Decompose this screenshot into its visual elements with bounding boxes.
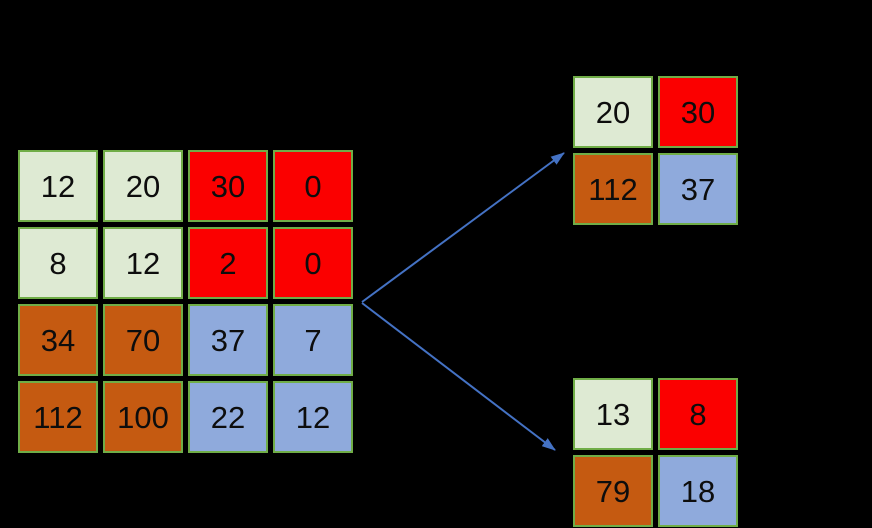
- matrix-cell: 37: [188, 304, 268, 376]
- matrix-cell: 112: [573, 153, 653, 225]
- matrix-cell: 8: [658, 378, 738, 450]
- matrix-cell: 2: [188, 227, 268, 299]
- matrix-cell: 30: [188, 150, 268, 222]
- matrix-cell: 12: [273, 381, 353, 453]
- matrix-cell: 12: [18, 150, 98, 222]
- matrix-cell: 112: [18, 381, 98, 453]
- matrix-cell: 8: [18, 227, 98, 299]
- matrix-cell: 7: [273, 304, 353, 376]
- matrix-cell: 37: [658, 153, 738, 225]
- matrix-cell: 13: [573, 378, 653, 450]
- input-matrix: 12 20 30 0 8 12 2 0 34 70 37 7 112 100 2…: [18, 150, 353, 453]
- output-matrix-top: 20 30 112 37: [573, 76, 738, 225]
- matrix-cell: 20: [573, 76, 653, 148]
- matrix-cell: 100: [103, 381, 183, 453]
- output-matrix-bottom: 13 8 79 18: [573, 378, 738, 527]
- matrix-cell: 79: [573, 455, 653, 527]
- matrix-cell: 0: [273, 227, 353, 299]
- matrix-cell: 18: [658, 455, 738, 527]
- matrix-cell: 20: [103, 150, 183, 222]
- arrow-to-top-output: [361, 152, 565, 303]
- arrow-to-bottom-output: [361, 302, 556, 451]
- matrix-cell: 0: [273, 150, 353, 222]
- matrix-cell: 34: [18, 304, 98, 376]
- matrix-cell: 22: [188, 381, 268, 453]
- matrix-cell: 30: [658, 76, 738, 148]
- matrix-cell: 70: [103, 304, 183, 376]
- matrix-cell: 12: [103, 227, 183, 299]
